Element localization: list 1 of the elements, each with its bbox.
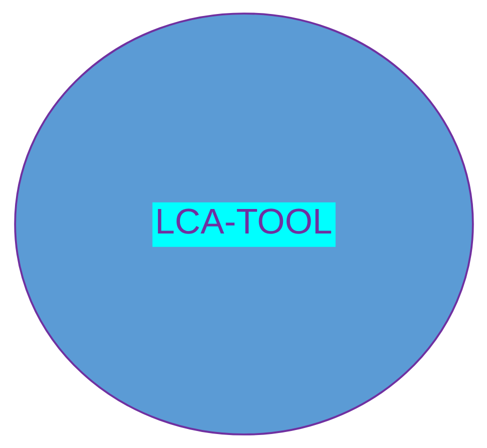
node-circle: LCA-TOOL <box>14 12 474 436</box>
